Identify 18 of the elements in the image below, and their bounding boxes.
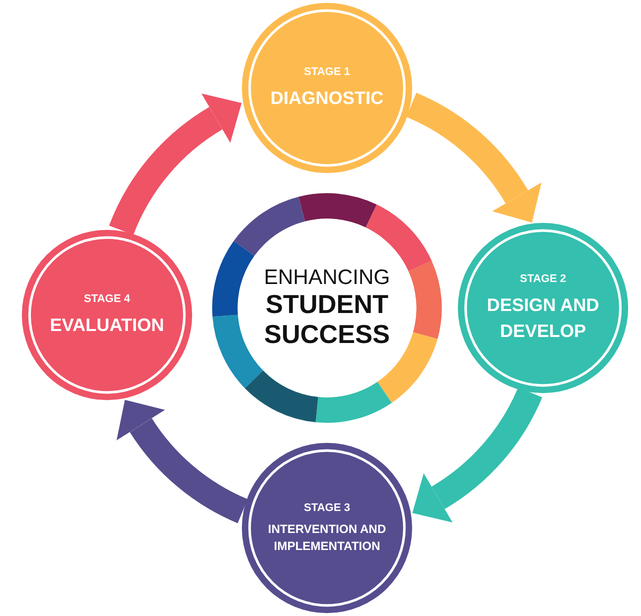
arrow: [118, 400, 248, 523]
arrow: [413, 386, 542, 522]
arrow: [109, 94, 241, 236]
stage-title: EVALUATION: [48, 314, 166, 337]
stage-number: STAGE 3: [302, 500, 352, 516]
stage-title: INTERVENTION AND IMPLEMENTATION: [266, 520, 387, 555]
title-text: STUDENT SUCCESS: [263, 290, 391, 350]
stage-circle: [241, 2, 413, 174]
stage-title: DIAGNOSTIC: [269, 86, 384, 110]
stage-circle: [21, 229, 193, 401]
stage-number: STAGE 4: [82, 292, 132, 307]
stage-number: STAGE 2: [518, 272, 568, 287]
stage-circle: [241, 442, 413, 614]
stage-title: DESIGN AND DEVELOP: [486, 294, 600, 343]
stage-number: STAGE 1: [302, 64, 352, 80]
stage-circle: [457, 222, 629, 394]
heading-text: ENHANCING: [262, 266, 391, 290]
arrow: [406, 93, 541, 222]
